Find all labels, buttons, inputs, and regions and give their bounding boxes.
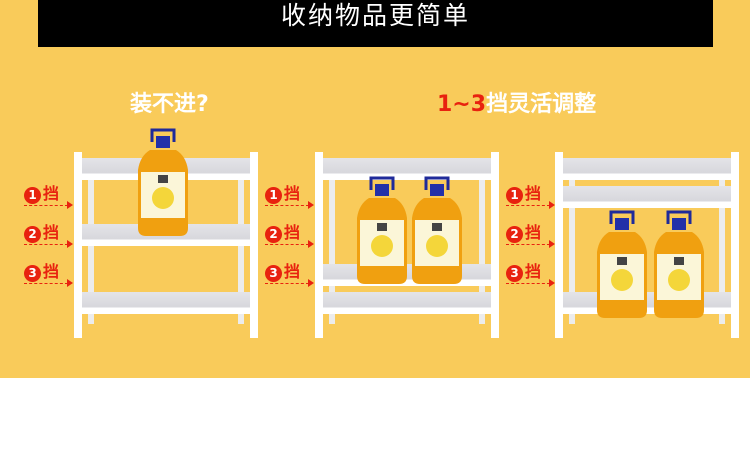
heading-doesnt-fit: 装不进?: [130, 92, 209, 117]
level-number: 3: [506, 265, 523, 282]
dashed-arrow-icon: [506, 240, 555, 248]
dashed-arrow-icon: [24, 201, 73, 209]
level-number: 1: [265, 187, 282, 204]
dashed-arrow-icon: [24, 279, 73, 287]
oil-bottle-image: [357, 176, 407, 284]
dashed-arrow-icon: [506, 279, 555, 287]
level-number: 3: [24, 265, 41, 282]
shelf-board: [559, 158, 735, 180]
dashed-arrow-icon: [24, 240, 73, 248]
level-number: 2: [24, 226, 41, 243]
level-number: 2: [265, 226, 282, 243]
shelf-unit: [315, 152, 499, 338]
shelf-board: [319, 264, 495, 286]
shelf-board: [559, 292, 735, 314]
level-number: 1: [506, 187, 523, 204]
dashed-arrow-icon: [506, 201, 555, 209]
shelf-board: [78, 292, 254, 314]
shelf-board: [319, 292, 495, 314]
shelf-board: [319, 158, 495, 180]
level-number: 3: [265, 265, 282, 282]
dashed-arrow-icon: [265, 279, 314, 287]
oil-bottle-image: [138, 128, 188, 236]
shelf-board: [559, 186, 735, 208]
title-bar: 收纳物品更简单: [38, 0, 713, 47]
level-number: 1: [24, 187, 41, 204]
oil-bottle-image: [412, 176, 462, 284]
level-number: 2: [506, 226, 523, 243]
dashed-arrow-icon: [265, 240, 314, 248]
heading-adjustable: 1~3挡灵活调整: [437, 92, 597, 117]
oil-bottle-image: [654, 210, 704, 318]
shelf-unit: [555, 152, 739, 338]
page-title: 收纳物品更简单: [280, 1, 470, 30]
dashed-arrow-icon: [265, 201, 314, 209]
oil-bottle-image: [597, 210, 647, 318]
